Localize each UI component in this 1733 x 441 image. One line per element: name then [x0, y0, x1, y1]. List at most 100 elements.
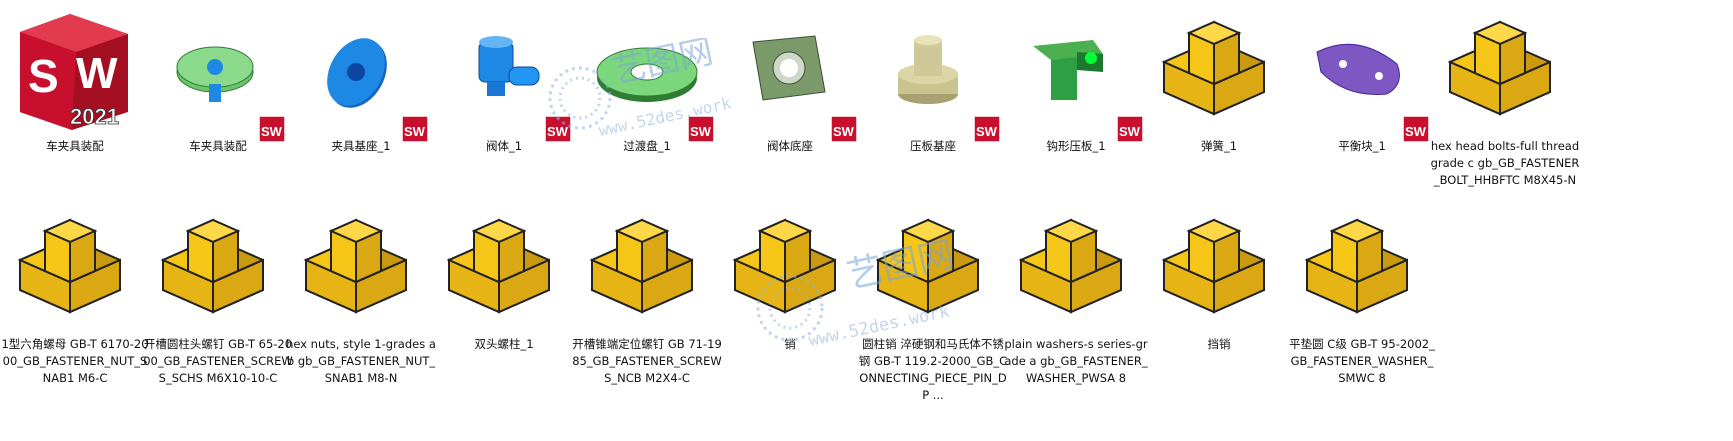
file-name-label: 销	[784, 337, 796, 351]
solidworks-part-icon	[446, 218, 550, 314]
file-thumbnail[interactable]	[582, 210, 712, 330]
file-thumbnail[interactable]: S W 2021	[10, 12, 140, 132]
svg-text:SW: SW	[404, 124, 426, 139]
file-name-label: 圆柱销 淬硬钢和马氏体不锈钢 GB-T 119.2-2000_GB_CONNEC…	[858, 337, 1008, 402]
file-thumbnail[interactable]	[1154, 210, 1284, 330]
round-plate-icon	[327, 38, 387, 108]
ring-disc-icon	[596, 47, 698, 102]
file-thumbnail[interactable]	[1297, 210, 1427, 330]
file-item[interactable]: 开槽圆柱头螺钉 GB-T 65-2000_GB_FASTENER_SCREWS_…	[143, 200, 293, 400]
file-name-label: 双头螺柱_1	[474, 337, 534, 351]
file-name-label: 夹具基座_1	[331, 139, 391, 153]
file-thumbnail[interactable]	[725, 210, 855, 330]
solidworks-badge-icon: SW	[973, 115, 1001, 143]
file-item[interactable]: SW 阀体底座	[715, 2, 865, 202]
file-item[interactable]: 弹簧_1	[1144, 2, 1294, 202]
file-name-label: 阀体_1	[485, 139, 523, 153]
file-name-label: 车夹具装配	[46, 139, 104, 153]
file-item[interactable]: hex head bolts-full thread grade c gb_GB…	[1430, 2, 1580, 202]
file-item[interactable]: 1型六角螺母 GB-T 6170-2000_GB_FASTENER_NUT_SN…	[0, 200, 150, 400]
file-name-label: hex nuts, style 1-grades ab gb_GB_FASTEN…	[286, 337, 436, 385]
svg-text:SW: SW	[690, 124, 712, 139]
file-item[interactable]: 挡销	[1144, 200, 1294, 400]
file-name-label: 挡销	[1207, 337, 1231, 351]
solidworks-part-icon	[1447, 20, 1551, 116]
file-item[interactable]: SW 车夹具装配	[143, 2, 293, 202]
file-thumbnail[interactable]	[868, 210, 998, 330]
file-item[interactable]: SW 平衡块_1	[1287, 2, 1437, 202]
file-thumbnail[interactable]	[439, 12, 569, 132]
file-name-label: 阀体底座	[767, 139, 813, 153]
solidworks-part-icon	[1018, 218, 1122, 314]
file-name-label: 平垫圆 C级 GB-T 95-2002_GB_FASTENER_WASHER_S…	[1289, 337, 1435, 385]
file-thumbnail[interactable]	[296, 210, 426, 330]
solidworks-part-icon	[875, 218, 979, 314]
file-item[interactable]: 圆柱销 淬硬钢和马氏体不锈钢 GB-T 119.2-2000_GB_CONNEC…	[858, 200, 1008, 402]
solidworks-part-icon	[17, 218, 121, 314]
svg-text:SW: SW	[1405, 124, 1427, 139]
svg-text:S: S	[28, 50, 59, 102]
square-flange-icon	[752, 35, 826, 101]
solidworks-part-icon	[160, 218, 264, 314]
file-thumbnail[interactable]	[1297, 12, 1427, 132]
file-name-label: 钩形压板_1	[1046, 139, 1106, 153]
svg-text:SW: SW	[261, 124, 283, 139]
file-item[interactable]: SW 过渡盘_1	[572, 2, 722, 202]
file-thumbnail[interactable]	[296, 12, 426, 132]
file-thumbnail[interactable]	[1154, 12, 1284, 132]
solidworks-logo-icon: S W 2021	[20, 14, 128, 130]
solidworks-badge-icon: SW	[687, 115, 715, 143]
file-name-label: 弹簧_1	[1200, 139, 1238, 153]
file-thumbnail[interactable]	[10, 210, 140, 330]
file-name-label: plain washers-s series-grade a gb_GB_FAS…	[1004, 337, 1148, 385]
file-thumbnail[interactable]	[153, 12, 283, 132]
file-item[interactable]: SW 阀体_1	[429, 2, 579, 202]
file-thumbnail[interactable]	[1011, 210, 1141, 330]
file-item[interactable]: SW 钩形压板_1	[1001, 2, 1151, 202]
file-item[interactable]: 平垫圆 C级 GB-T 95-2002_GB_FASTENER_WASHER_S…	[1287, 200, 1437, 400]
valve-body-icon	[478, 36, 540, 96]
file-item[interactable]: hex nuts, style 1-grades ab gb_GB_FASTEN…	[286, 200, 436, 400]
file-name-label: 开槽锥端定位螺钉 GB 71-1985_GB_FASTENER_SCREWS_N…	[572, 337, 722, 385]
svg-text:SW: SW	[833, 124, 855, 139]
file-thumbnail[interactable]	[582, 12, 712, 132]
svg-text:SW: SW	[976, 124, 998, 139]
balance-block-icon	[1316, 43, 1400, 96]
file-item[interactable]: 开槽锥端定位螺钉 GB 71-1985_GB_FASTENER_SCREWS_N…	[572, 200, 722, 400]
file-thumbnail[interactable]	[725, 12, 855, 132]
file-name-label: 1型六角螺母 GB-T 6170-2000_GB_FASTENER_NUT_SN…	[1, 337, 149, 385]
solidworks-part-icon	[1304, 218, 1408, 314]
file-item[interactable]: SW 夹具基座_1	[286, 2, 436, 202]
solidworks-part-icon	[1161, 20, 1265, 116]
disc-assembly-icon	[176, 46, 254, 102]
solidworks-part-icon	[732, 218, 836, 314]
solidworks-part-icon	[589, 218, 693, 314]
file-thumbnail[interactable]	[153, 210, 283, 330]
file-name-label: 平衡块_1	[1338, 139, 1386, 153]
file-thumbnail[interactable]	[868, 12, 998, 132]
file-item[interactable]: plain washers-s series-grade a gb_GB_FAS…	[1001, 200, 1151, 400]
file-name-label: hex head bolts-full thread grade c gb_GB…	[1430, 139, 1580, 187]
solidworks-part-icon	[1161, 218, 1265, 314]
svg-text:W: W	[76, 49, 118, 98]
solidworks-badge-icon: SW	[401, 115, 429, 143]
file-item[interactable]: SW 压板基座	[858, 2, 1008, 202]
file-item[interactable]: 双头螺柱_1	[429, 200, 579, 400]
file-name-label: 压板基座	[910, 139, 956, 153]
file-thumbnail[interactable]	[439, 210, 569, 330]
file-name-label: 开槽圆柱头螺钉 GB-T 65-2000_GB_FASTENER_SCREWS_…	[143, 337, 293, 385]
hook-clamp-icon	[1033, 40, 1103, 100]
file-thumbnail[interactable]	[1440, 12, 1570, 132]
file-thumbnail[interactable]	[1011, 12, 1141, 132]
file-name-label: 过渡盘_1	[623, 139, 671, 153]
cylinder-base-icon	[898, 35, 958, 104]
svg-text:2021: 2021	[70, 104, 119, 129]
solidworks-badge-icon: SW	[830, 115, 858, 143]
file-item[interactable]: S W 2021 车夹具装配	[0, 2, 150, 202]
file-name-label: 车夹具装配	[189, 139, 247, 153]
solidworks-badge-icon: SW	[258, 115, 286, 143]
svg-text:SW: SW	[547, 124, 569, 139]
solidworks-badge-icon: SW	[1402, 115, 1430, 143]
file-item[interactable]: 销	[715, 200, 865, 400]
